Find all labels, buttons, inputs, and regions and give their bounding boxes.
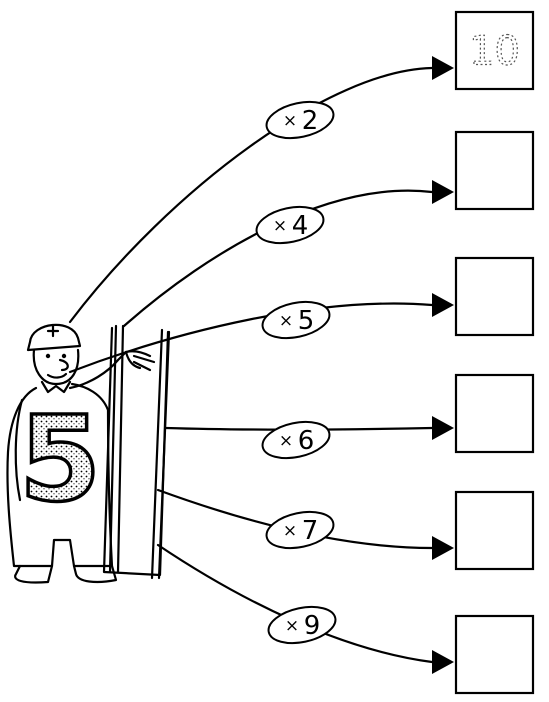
operation-oval-group: ×2×4×5×6×7×9 [253,96,339,648]
arrowhead-icon [432,293,454,317]
factor-label: 5 [298,306,315,336]
answer-box[interactable] [456,258,533,335]
answer-box[interactable] [456,132,533,209]
operation-oval: ×2 [263,96,337,143]
answer-box[interactable] [456,492,533,569]
man-figure: 5 [7,325,154,583]
answer-box[interactable] [456,375,533,452]
times-sign: × [285,616,299,636]
connector-curve [70,304,432,372]
answer-text: 10 [469,29,520,75]
factor-label: 9 [304,611,321,641]
operation-oval: ×6 [259,416,333,463]
answer-box[interactable] [456,616,533,693]
operation-oval: ×7 [263,506,337,553]
answer-box-group: 10 [456,12,533,693]
times-sign: × [283,111,297,131]
factor-label: 2 [302,106,319,136]
arrowhead-icon [432,416,454,440]
operation-oval: ×9 [265,601,339,648]
factor-label: 6 [298,426,315,456]
operation-oval: ×5 [259,296,333,343]
factor-label: 7 [302,516,319,546]
connector-curve [158,545,432,662]
arrowhead-icon [432,650,454,674]
arrowhead-icon [432,56,454,80]
times-sign: × [279,311,293,331]
arrow-group [70,56,454,674]
arrowhead-icon [432,180,454,204]
arrowhead-icon [432,536,454,560]
number-five-label: 5 [19,390,101,528]
times-sign: × [283,521,297,541]
connector-curve [70,68,432,322]
times-sign: × [279,431,293,451]
factor-label: 4 [292,211,309,241]
times-sign: × [273,216,287,236]
